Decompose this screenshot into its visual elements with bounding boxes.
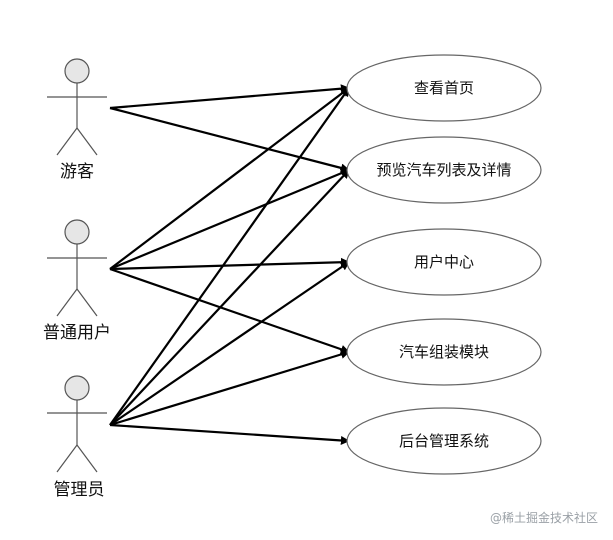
association-arrows [109, 84, 350, 445]
association-arrow-guest-to-home [109, 84, 350, 110]
association-arrow-user-to-home [109, 87, 350, 270]
actor-user[interactable]: 普通用户 [43, 219, 111, 343]
association-arrow-admin-to-backend [109, 423, 350, 445]
association-arrow-user-to-cars [109, 168, 350, 271]
use-case-center[interactable]: 用户中心 [346, 228, 542, 296]
actor-label: 普通用户 [43, 323, 111, 343]
association-arrow-admin-to-center [109, 261, 350, 426]
use-case-label: 后台管理系统 [399, 432, 489, 450]
actor-label: 管理员 [54, 480, 105, 500]
actor-label: 游客 [60, 162, 94, 182]
association-arrow-user-to-center [109, 257, 350, 271]
use-case-label: 用户中心 [414, 253, 474, 271]
association-arrow-user-to-assembly [109, 267, 350, 354]
stick-figure-icon [47, 219, 107, 317]
use-case-assembly[interactable]: 汽车组装模块 [346, 318, 542, 386]
stick-figure-icon [47, 58, 107, 156]
association-arrow-guest-to-cars [109, 106, 350, 173]
watermark: @稀土掘金技术社区 [490, 510, 598, 525]
stick-figure-icon [47, 375, 107, 473]
use-case-backend[interactable]: 后台管理系统 [346, 407, 542, 475]
use-case-home[interactable]: 查看首页 [346, 54, 542, 122]
use-case-label: 汽车组装模块 [399, 343, 489, 361]
actor-guest[interactable]: 游客 [47, 58, 107, 182]
association-arrow-admin-to-assembly [109, 350, 350, 427]
use-case-cars[interactable]: 预览汽车列表及详情 [346, 136, 542, 204]
actor-admin[interactable]: 管理员 [47, 375, 107, 500]
use-case-label: 预览汽车列表及详情 [376, 161, 511, 179]
association-arrow-admin-to-cars [109, 169, 350, 426]
association-arrow-admin-to-home [109, 87, 350, 426]
use-case-label: 查看首页 [414, 79, 474, 97]
